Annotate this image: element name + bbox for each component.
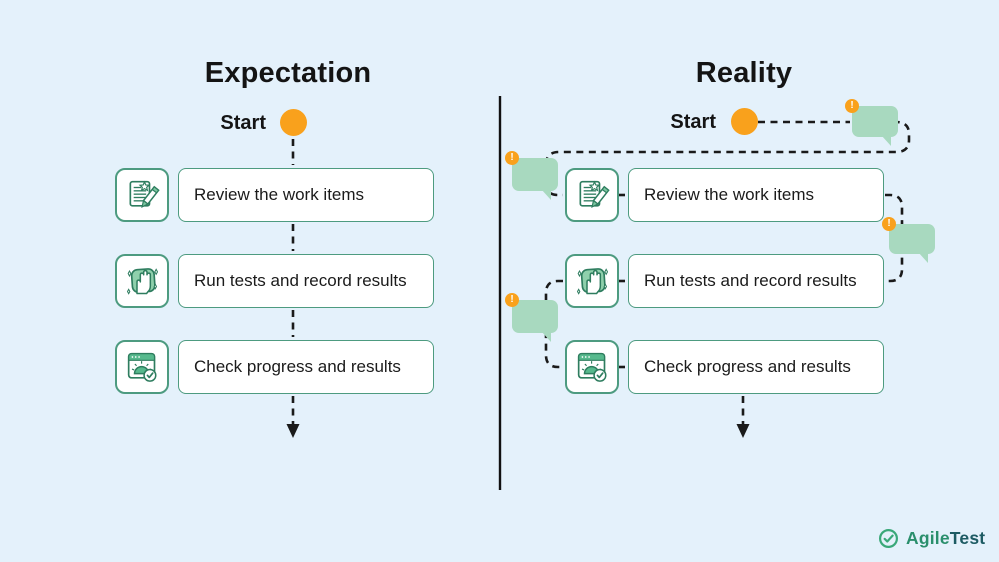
step-box: Run tests and record results	[628, 254, 884, 308]
step-label: Review the work items	[644, 185, 815, 204]
arrowhead-reality	[736, 424, 750, 438]
step-icon-box	[565, 168, 619, 222]
reality-start-dot	[731, 108, 758, 135]
alert-badge: !	[845, 99, 859, 113]
agiletest-logo: AgileTest	[878, 528, 985, 549]
step-label: Check progress and results	[644, 357, 851, 376]
expectation-start-dot	[280, 109, 307, 136]
step-label: Check progress and results	[194, 357, 401, 376]
step-icon-box	[115, 254, 169, 308]
comment-bubble: !	[845, 99, 898, 146]
step-label: Review the work items	[194, 185, 365, 204]
step-box: Review the work items	[178, 168, 434, 222]
check-circle-icon	[879, 529, 898, 548]
step-icon-box	[115, 168, 169, 222]
comment-bubble: !	[505, 293, 558, 342]
expectation-start-label: Start	[220, 112, 266, 134]
arrowhead-expectation	[286, 424, 300, 438]
comment-bubble: !	[505, 151, 558, 200]
step-icon-box	[565, 340, 619, 394]
dashboard-check-icon	[572, 347, 612, 387]
document-edit-icon	[572, 175, 612, 215]
step-icon-box	[115, 340, 169, 394]
dashboard-check-icon	[122, 347, 162, 387]
alert-badge: !	[882, 217, 896, 231]
reality-title: Reality	[695, 57, 793, 89]
step-box: Check progress and results	[628, 340, 884, 394]
logo-text: AgileTest	[906, 528, 985, 549]
hand-sparkle-icon	[122, 261, 162, 301]
logo-text-agile: Agile	[906, 528, 950, 548]
alert-badge: !	[505, 293, 519, 307]
step-label: Run tests and record results	[194, 271, 407, 290]
step-box: Check progress and results	[178, 340, 434, 394]
reality-start-label: Start	[670, 111, 716, 133]
step-box: Run tests and record results	[178, 254, 434, 308]
hand-sparkle-icon	[572, 261, 612, 301]
step-icon-box	[565, 254, 619, 308]
comment-bubble: !	[882, 217, 935, 263]
alert-badge: !	[505, 151, 519, 165]
document-edit-icon	[122, 175, 162, 215]
logo-text-test: Test	[949, 528, 986, 548]
step-label: Run tests and record results	[644, 271, 857, 290]
expectation-title: Expectation	[204, 57, 372, 89]
step-box: Review the work items	[628, 168, 884, 222]
